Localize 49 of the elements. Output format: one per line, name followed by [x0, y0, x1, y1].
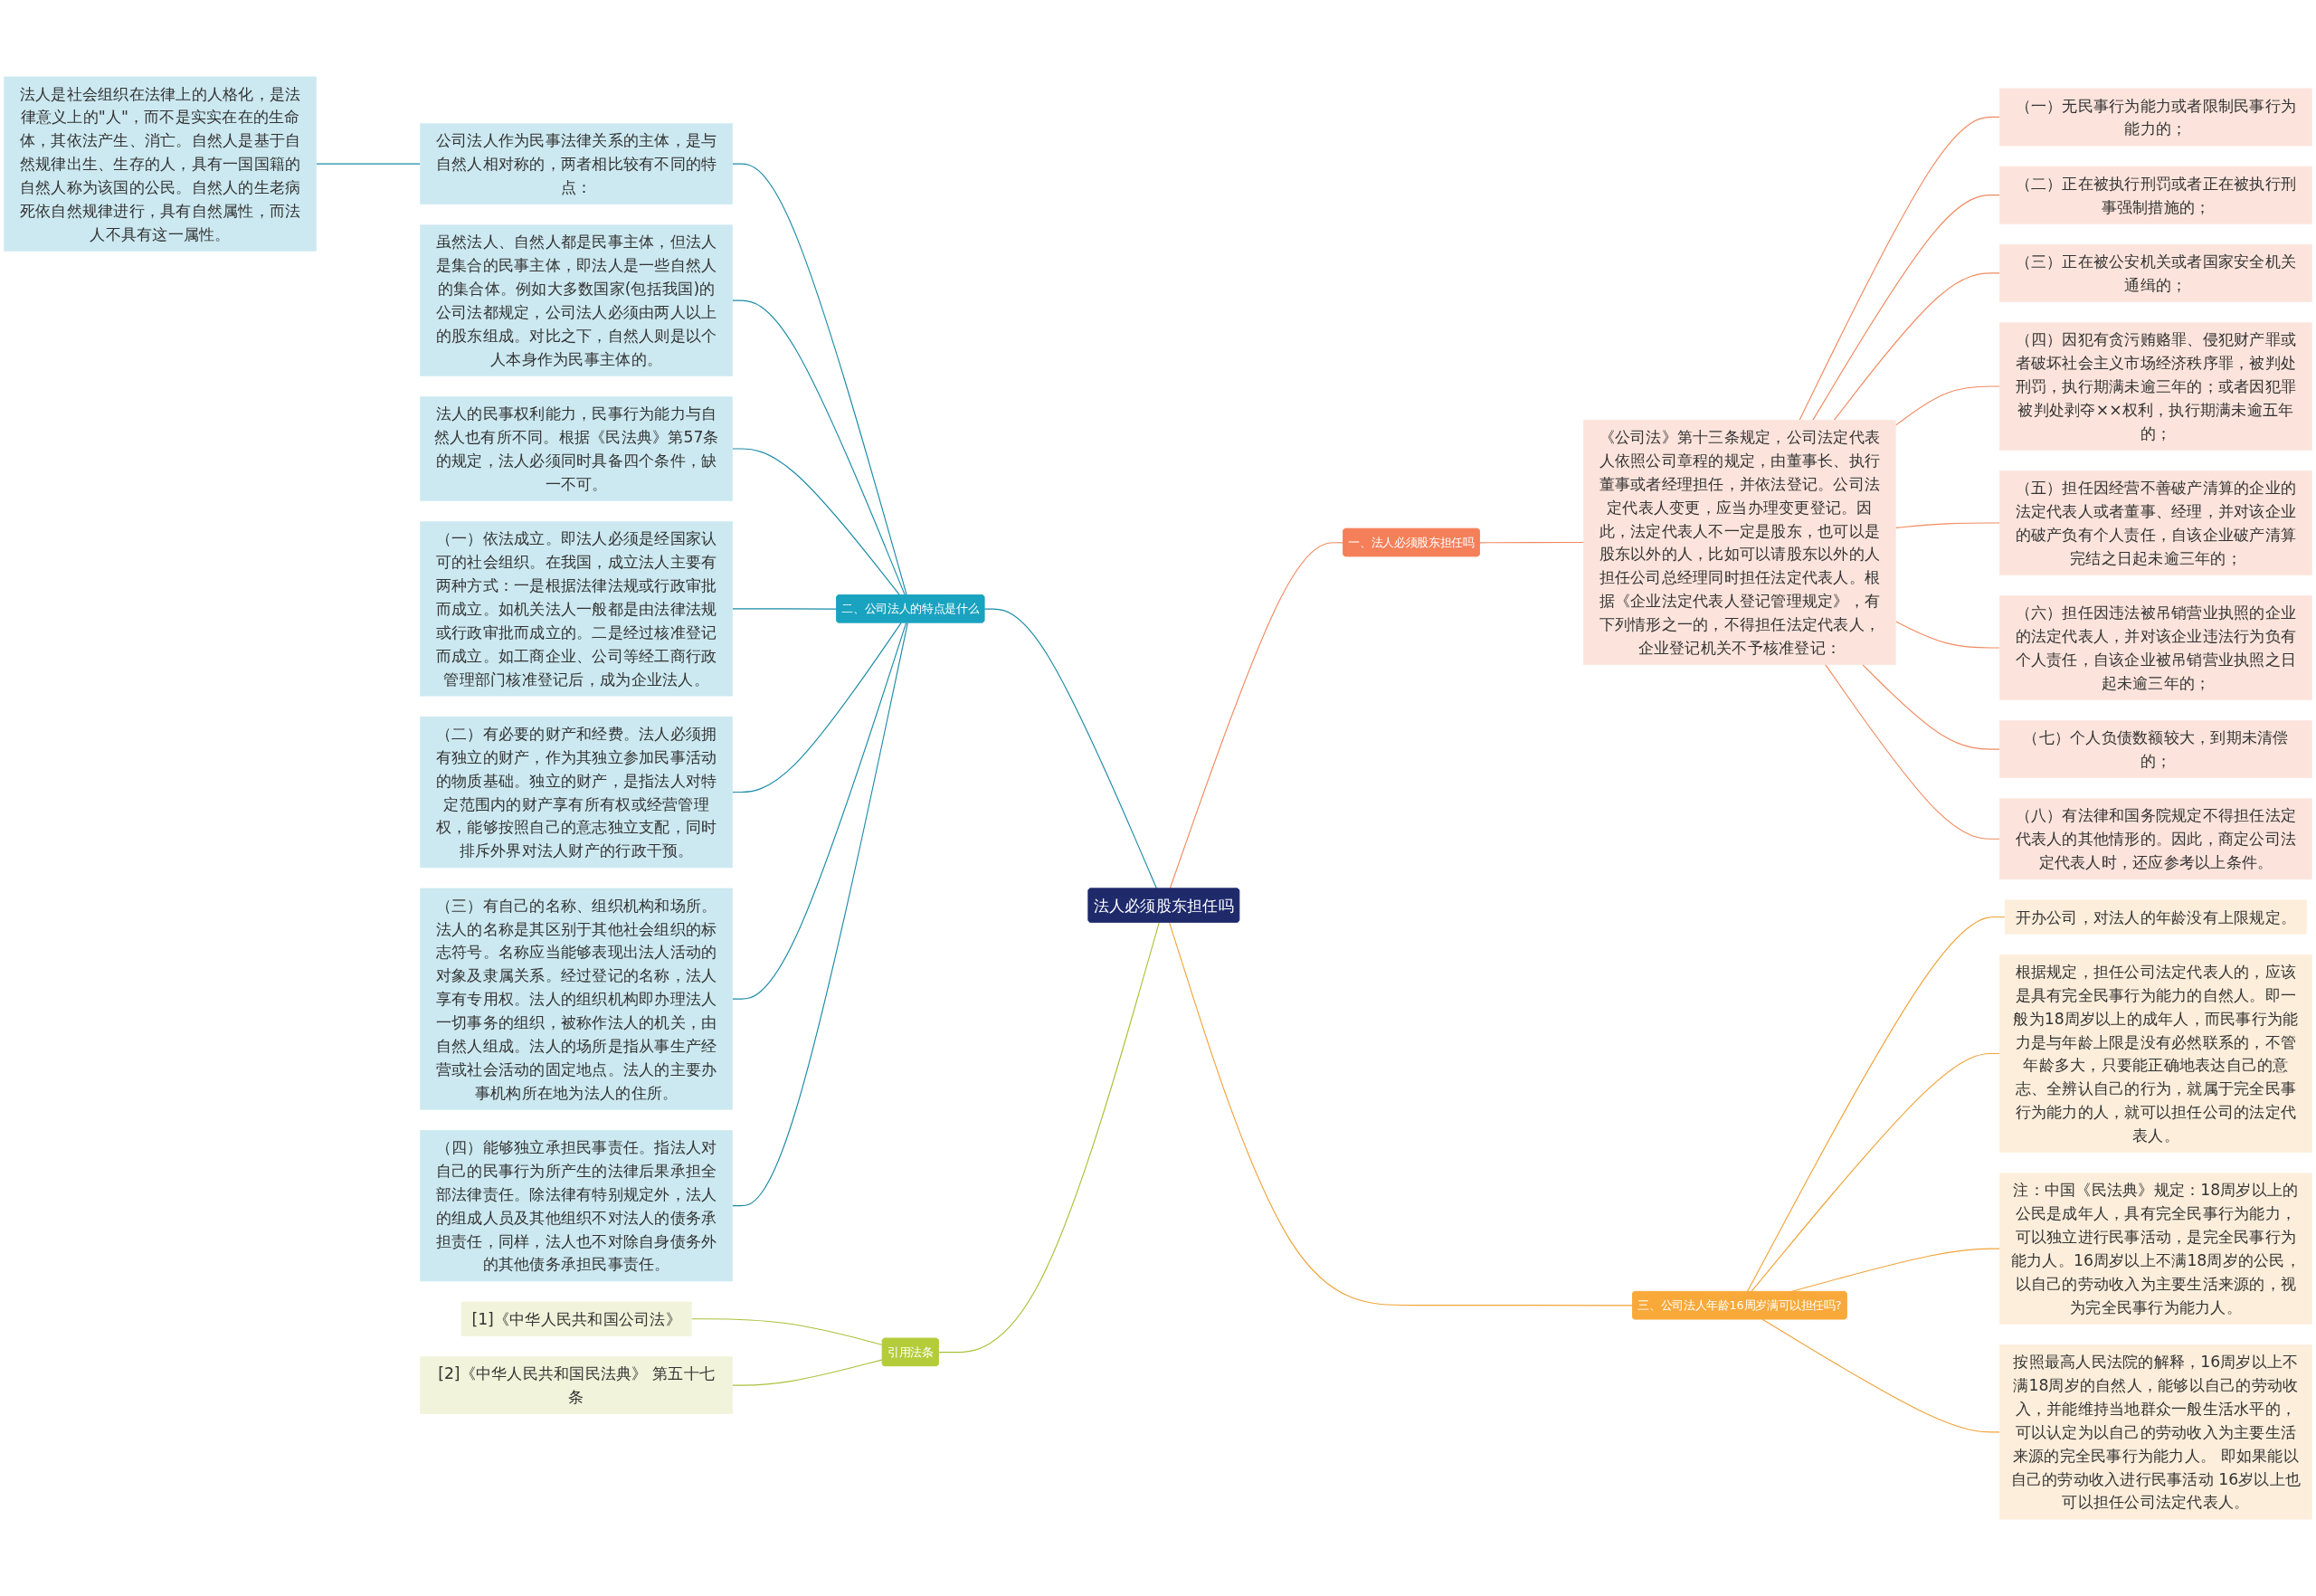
node-box: 《公司法》第十三条规定，公司法定代表人依照公司章程的规定，由董事长、执行董事或者经理担任，并依法登记。公司法定代表人变更，应当办理变更登记。因此，法定代表人不一定是股东，也可以是股东以外的人，比如可以请股东以外的人担任公司总经理同时担任法定代表人。根据《企业法定代表人登记管理规定》，有下列情形之一的，不得担任法定代表人，企业登记机关不予核准登记： [1583, 420, 1896, 665]
connector [1761, 1318, 2000, 1433]
connector [1894, 522, 2000, 528]
connector [732, 448, 901, 596]
node-box: （五）担任因经营不善破产清算的企业的法定代表人或者董事、经理，并对该企业的破产负有个人责任，自该企业破产清算完结之日起未逾三年的； [1999, 470, 2312, 575]
node-box: （三）正在被公安机关或者国家安全机关通缉的； [1999, 244, 2312, 302]
connector [732, 299, 906, 596]
node-box: （一）依法成立。即法人必须是经国家认可的社会组织。在我国，成立法人主要有两种方式：一是根据法律法规或行政审批而成立。如机关法人一般都是由法律法规或行政审批而成立的。二是经过核准登记而成立。如工商企业、公司等经工商行政管理部门核准登记后，成为企业法人。 [420, 521, 733, 697]
node-box: （八）有法律和国务院规定不得担任法定代表人的其他情形的。因此，商定公司法定代表人时，还应参考以上条件。 [1999, 798, 2312, 880]
connector [732, 622, 908, 1207]
connector [732, 622, 907, 1000]
connector [1862, 664, 2000, 750]
connector [1812, 195, 2000, 421]
node-box: [1]《中华人民共和国公司法》 [460, 1301, 692, 1336]
node-box: （六）担任因违法被吊销营业执照的企业的法定代表人，并对该企业违法行为负有个人责任，自该企业被吊销营业执照之日起未逾三年的； [1999, 595, 2312, 700]
node-box: （四）因犯有贪污贿赂罪、侵犯财产罪或者破坏社会主义市场经济秩序罪，被判处刑罚，执行期满未逾三年的；或者因犯罪被判处剥夺××权利，执行期满未逾五年的； [1999, 322, 2312, 451]
node-box: （二）有必要的财产和经费。法人必须拥有独立的财产，作为其独立参加民事活动的物质基础。独立的财产，是指法人对特定范围内的财产享有所有权或经营管理权，能够按照自己的意志独立支配，同时排斥外界对法人财产的行政干预。 [420, 716, 733, 869]
node-box: （一）无民事行为能力或者限制民事行为能力的； [1999, 88, 2312, 147]
connector [1825, 664, 2000, 840]
connector [316, 163, 422, 165]
connector [938, 922, 1160, 1354]
connector [1833, 272, 2000, 421]
node-box: （七）个人负债数额较大，到期未清偿的； [1999, 720, 2312, 778]
node-box: （三）有自己的名称、组织机构和场所。法人的名称是其区别于其他社会组织的标志符号。名称应当能够表现出法人活动的对象及隶属关系。经过登记的名称，法人享有专用权。法人的组织机构即办理法人一切事务的组织，被称作法人的机关，由自然人组成。法人的场所是指从事生产经营或社会活动的固定地点。法人的主要办事机构所在地为法人的住所。 [420, 888, 733, 1110]
node-box: 注：中国《民法典》规定：18周岁以上的公民是成年人，具有完全民事行为能力，可以独立进行民事活动，是完全民事行为能力人。16周岁以上不满18周岁的公民，以自己的劳动收入为主要生活来源的，视为完全民事行为能力人。 [1999, 1173, 2312, 1325]
node-box: [2]《中华人民共和国民法典》 第五十七条 [420, 1356, 733, 1414]
connector [732, 163, 907, 596]
connector [732, 622, 902, 793]
connector [983, 608, 1158, 889]
node-box: （二）正在被执行刑罚或者正在被执行刑事强制措施的； [1999, 166, 2312, 224]
node-box: 按照最高人民法院的解释，16周岁以上不满18周岁的自然人，能够以自己的劳动收入，并能维持当地群众一般生活水平的，可以认定为以自己的劳动收入为主要生活来源的完全民事行为能力人。 即如果能以自己的劳动收入进行民事活动 16岁以上也可以担任公司法定代表人。 [1999, 1344, 2312, 1520]
connector [1799, 116, 2000, 421]
node-box: 根据规定，担任公司法定代表人的，应该是具有完全民事行为能力的自然人。即一般为18周岁以上的成年人，而民事行为能力是与年龄上限是没有必然联系的，不管年龄多大，只要能正确地表达自己的意志、全辨认自己的行为，就属于完全民事行为能力的人，就可以担任公司的法定代表人。 [1999, 954, 2312, 1153]
node-box: 开办公司，对法人的年龄没有上限规定。 [2004, 899, 2307, 935]
node-box: 虽然法人、自然人都是民事主体，但法人是集合的民事主体，即法人是一些自然人的集合体。例如大多数国家(包括我国)的公司法都规定，公司法人必须由两人以上的股东组成。对比之下，自然人则是以个人本身作为民事主体的。 [420, 224, 733, 376]
connector [1894, 385, 2000, 426]
connector [1479, 541, 1584, 544]
connector [732, 608, 838, 610]
connector [690, 1318, 884, 1346]
connector [1169, 922, 1634, 1306]
connector [1746, 916, 2006, 1293]
node-box: 公司法人作为民事法律关系的主体，是与自然人相对称的，两者相比较有不同的特点： [420, 123, 733, 205]
connector [1894, 621, 2000, 649]
connector [1751, 1052, 2000, 1293]
connector [732, 1359, 884, 1386]
connector [1169, 542, 1344, 889]
node-box: 法人的民事权利能力，民事行为能力与自然人也有所不同。根据《民法典》第57条的规定，法人必须同时具备四个条件，缺一不可。 [420, 396, 733, 501]
node-box: 法人是社会组织在法律上的人格化，是法律意义上的"人"，而不是实实在在的生命体，其依法产生、消亡。自然人是基于自然规律出生、生存的人，具有一国国籍的自然人称为该国的公民。自然人的生老病死依自然规律进行，具有自然属性，而法人不具有这一属性。 [4, 76, 317, 252]
node-box: （四）能够独立承担民事责任。指法人对自己的民事行为所产生的法律后果承担全部法律责任。除法律有特别规定外，法人的组成人员及其他组织不对法人的债务承担责任，同样，法人也不对除自身债务外的其他债务承担民事责任。 [420, 1130, 733, 1282]
